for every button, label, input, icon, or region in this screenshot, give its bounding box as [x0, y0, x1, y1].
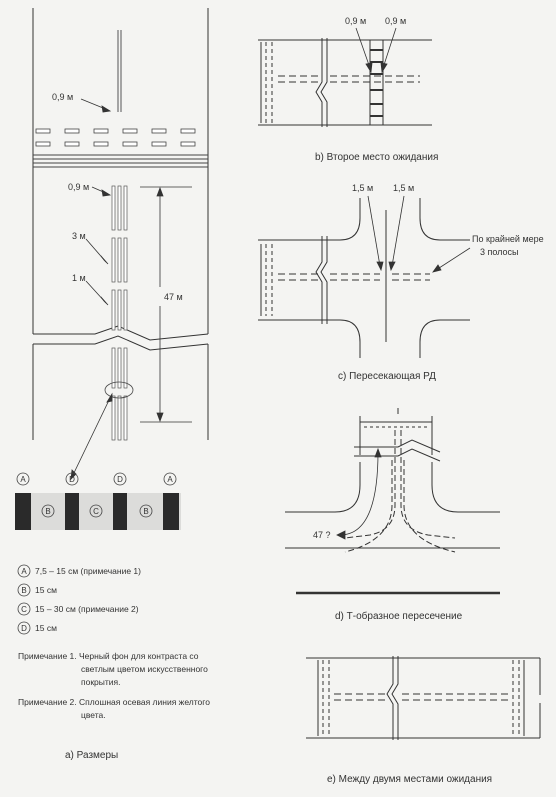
note-line: покрытия.: [81, 677, 121, 687]
panel-b-diagram: [258, 38, 432, 127]
panel-a-swatch-circles: A D D A B C B: [16, 472, 177, 518]
panel-c-diagram: [258, 198, 470, 358]
panel-c-arrows: [367, 195, 471, 273]
detail-ellipse: [104, 381, 134, 399]
panel-a-solid-holding-lines: [33, 154, 208, 168]
panel-e-diagram: [306, 656, 541, 740]
panel-a-centerline-stub: [117, 30, 122, 112]
label-c-note-1: По крайней мере: [472, 234, 544, 244]
panel-d-arrow: [336, 447, 382, 540]
swatch-letter: D: [69, 475, 75, 484]
panel-b-arrows: [355, 27, 397, 74]
caption-panel-d: d) Т-образное пересечение: [335, 610, 463, 622]
swatch-letter: A: [167, 475, 173, 484]
caption-panel-b: b) Второе место ожидания: [315, 152, 438, 163]
panel-a-dashed-holding-lines: [35, 128, 196, 147]
note-line: Примечание 1. Черный фон для контраста с…: [18, 651, 199, 661]
legend-text: 7,5 – 15 см (примечание 1): [35, 566, 141, 576]
note-line: цвета.: [81, 710, 106, 720]
panel-a-legend: A 7,5 – 15 см (примечание 1) B 15 см C 1…: [17, 564, 141, 635]
label-stripe-width: 0,9 м: [68, 182, 89, 192]
legend-letter: A: [21, 567, 27, 576]
label-top-width: 0,9 м: [52, 92, 73, 102]
panel-d-diagram: [285, 408, 500, 595]
label-c-note-2: 3 полосы: [480, 247, 519, 257]
caption-panel-c: c) Пересекающая РД: [338, 371, 436, 382]
break-line-lower: [33, 335, 209, 351]
legend-letter: B: [21, 586, 26, 595]
panel-a-taxiway-top: [32, 8, 209, 440]
swatch-letter: B: [45, 507, 50, 516]
label-total-length: 47 м: [164, 292, 183, 302]
legend-text: 15 см: [35, 585, 57, 595]
label-dash-length: 3 м: [72, 231, 86, 241]
caption-panel-e: e) Между двумя местами ожидания: [327, 774, 492, 785]
panel-a-swatch-band: [15, 493, 181, 530]
panel-a-dimension-47m: [140, 186, 192, 423]
legend-letter: C: [21, 605, 27, 614]
note-line: светлым цветом искусственного: [81, 664, 208, 674]
label-d: 47 ?: [313, 530, 331, 540]
panel-a-enhanced-centerline: [111, 185, 128, 441]
note-line: Примечание 2. Сплошная осевая линия желт…: [18, 697, 210, 707]
label-gap-length: 1 м: [72, 273, 86, 283]
swatch-letter: C: [93, 507, 99, 516]
swatch-letter: B: [143, 507, 148, 516]
label-c-right: 1,5 м: [393, 183, 414, 193]
label-b-right: 0,9 м: [385, 16, 406, 26]
panel-a-notes: Примечание 1. Черный фон для контраста с…: [18, 651, 210, 720]
legend-letter: D: [21, 624, 27, 633]
label-c-left: 1,5 м: [352, 183, 373, 193]
swatch-letter: A: [20, 475, 26, 484]
legend-text: 15 – 30 см (примечание 2): [35, 604, 139, 614]
legend-text: 15 см: [35, 623, 57, 633]
caption-panel-a: a) Размеры: [65, 750, 118, 761]
label-b-left: 0,9 м: [345, 16, 366, 26]
swatch-letter: D: [117, 475, 123, 484]
panel-a-leader-arrows: [70, 98, 113, 481]
